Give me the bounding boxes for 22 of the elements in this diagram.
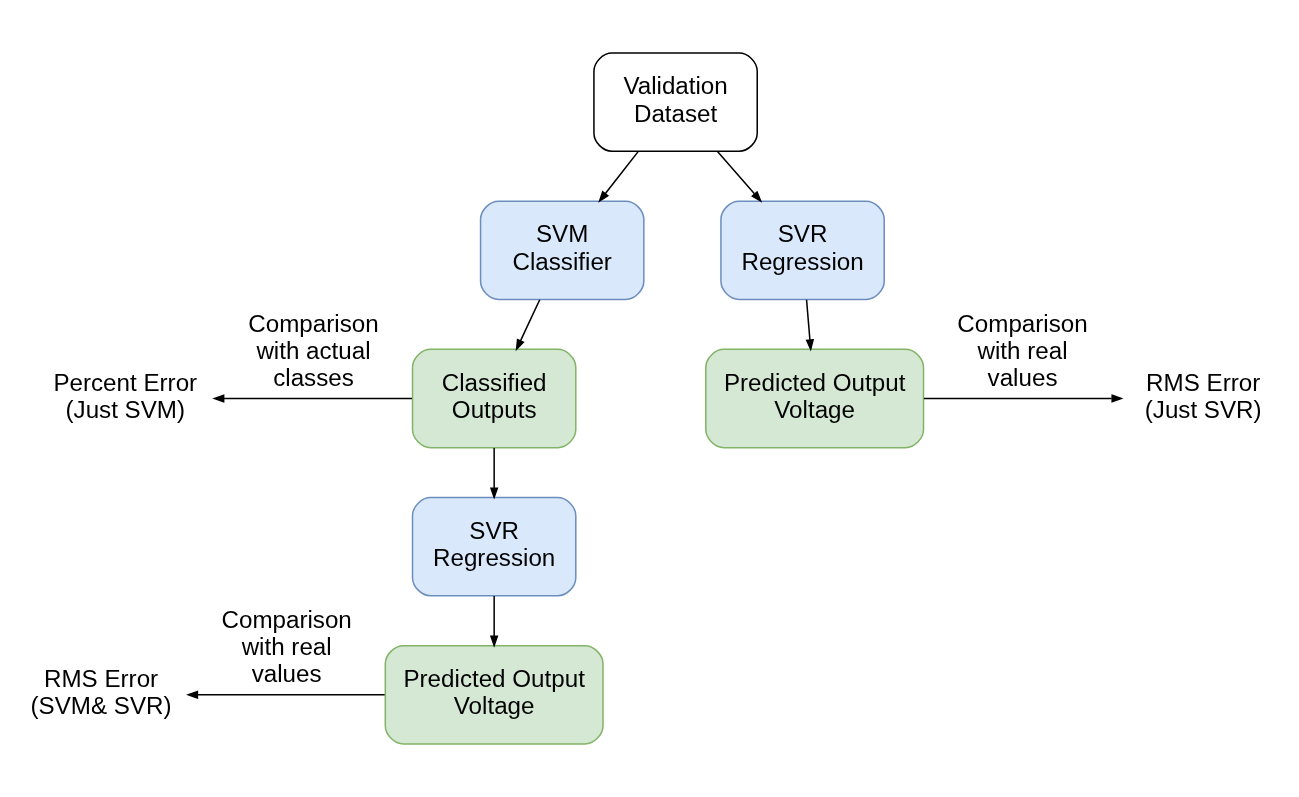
node-text: RMS Error (SVM& SVR)	[30, 664, 172, 720]
arrow	[923, 394, 1124, 403]
arrow	[489, 595, 499, 648]
node-box: Validation Dataset	[593, 52, 758, 153]
node-box: Predicted Output Voltage	[384, 644, 604, 745]
arrow	[716, 150, 763, 203]
node-box: SVR Regression	[720, 200, 885, 301]
node-box: SVR Regression	[411, 496, 577, 597]
arrow	[598, 150, 639, 203]
node-box: Predicted Output Voltage	[705, 348, 925, 449]
node-text: Percent Error (Just SVM)	[53, 368, 198, 423]
arrow	[212, 394, 413, 403]
arrow	[489, 447, 499, 500]
node-box: SVM Classifier	[479, 200, 645, 301]
arrow	[805, 299, 815, 352]
arrow	[186, 690, 386, 700]
edge-label: Comparison with real values	[957, 309, 1088, 392]
node-box: Classified Outputs	[411, 348, 577, 449]
edge-label: Comparison with real values	[221, 606, 352, 688]
arrow	[515, 299, 541, 352]
node-text: RMS Error (Just SVR)	[1144, 368, 1262, 423]
edge-label: Comparison with actual classes	[248, 309, 379, 392]
